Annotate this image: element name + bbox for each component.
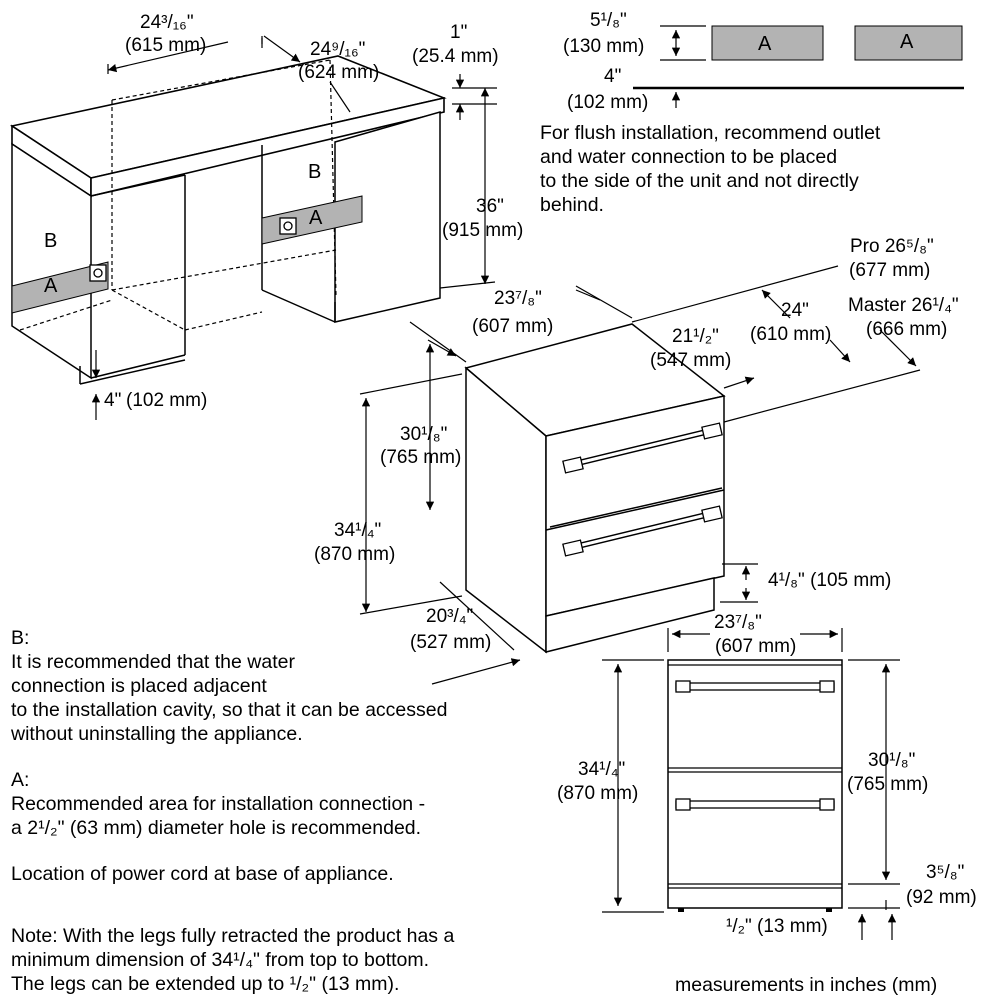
front-lower-handle: [675, 798, 835, 811]
total-height-in: 34¹/₄": [334, 520, 381, 541]
plinth-in: 3⁵/₈": [926, 862, 964, 883]
unit-front-view: 23⁷/₈" (607 mm) 34¹/₄" (870 mm) 30¹/₈" (…: [557, 612, 977, 940]
front-total-height-mm: (870 mm): [557, 783, 638, 804]
base-height-in: 4": [104, 390, 121, 411]
left-connection-band: [11, 261, 109, 314]
unit-isometric: 23⁷/₈" (607 mm) 21¹/₂" (547 mm) 24" (610…: [314, 236, 959, 685]
pro-depth: Pro 26⁵/₈": [850, 236, 934, 257]
cabinet-height-in: 36": [476, 196, 504, 217]
inner-depth-mm: (547 mm): [650, 350, 731, 371]
cabinet-width-1-mm: (615 mm): [125, 35, 206, 56]
side-depth-in: 20³/₄": [426, 606, 473, 627]
front-total-height-in: 34¹/₄": [578, 759, 625, 780]
cabinet-label-b-right: B: [308, 161, 321, 183]
front-case-height-in: 30¹/₈": [868, 750, 915, 771]
depth-in: 24": [781, 300, 809, 321]
unit-width-in: 23⁷/₈": [494, 288, 542, 309]
cabinet-width-2-in: 24⁹/₁₆": [310, 39, 365, 60]
left-outlet-icon: [89, 264, 107, 282]
unit-front: [545, 395, 725, 617]
front-body: [667, 659, 843, 909]
flush-label-a-2: A: [900, 31, 914, 53]
flush-height-mm: (130 mm): [563, 36, 644, 57]
cabinet-label-b-left: B: [44, 230, 57, 252]
note-a: A: Recommended area for installation con…: [11, 769, 426, 839]
unit-plinth: [545, 577, 715, 653]
top-thickness-mm: (25.4 mm): [412, 46, 499, 67]
front-width-in: 23⁷/₈": [714, 612, 762, 633]
cabinet-height-mm: (915 mm): [442, 220, 523, 241]
case-height-in: 30¹/₈": [400, 424, 447, 445]
flush-band-a-2: [854, 25, 963, 61]
cabinet-width-1-in: 24³/₁₆": [140, 12, 194, 33]
base-height-mm: (102 mm): [126, 390, 207, 411]
case-height-mm: (765 mm): [380, 447, 461, 468]
cabinet-width-2-mm: (624 mm): [298, 62, 379, 83]
cabinet-label-a-right: A: [309, 207, 323, 229]
top-thickness-in: 1": [450, 22, 467, 43]
flush-gap-mm: (102 mm): [567, 92, 648, 113]
lower-drawer-handle: [562, 505, 723, 557]
flush-height-in: 5¹/₈": [590, 10, 627, 31]
flush-install-drawing: A A 5¹/₈" (130 mm) 4" (102 mm): [563, 10, 964, 113]
master-depth: Master 26¹/₄": [848, 295, 959, 316]
cabinet-label-a-left: A: [44, 275, 58, 297]
countertop-front: [90, 96, 445, 198]
front-case-height-mm: (765 mm): [847, 774, 928, 795]
flush-gap-in: 4": [604, 66, 621, 87]
note-legs: Note: With the legs fully retracted the …: [11, 925, 455, 995]
plinth-mm: (92 mm): [906, 887, 977, 908]
right-outlet-icon: [279, 217, 297, 235]
front-width-mm: (607 mm): [715, 636, 796, 657]
note-power: Location of power cord at base of applia…: [11, 863, 394, 885]
flush-band-a-1: [711, 25, 824, 61]
note-b: B: It is recommended that the water conn…: [11, 627, 448, 745]
pro-depth-mm: (677 mm): [849, 260, 930, 281]
front-upper-handle: [675, 680, 835, 693]
units-note: measurements in inches (mm): [675, 974, 938, 996]
depth-mm: (610 mm): [750, 324, 831, 345]
legs-dim: ¹/₂" (13 mm): [726, 916, 828, 937]
unit-width-mm: (607 mm): [472, 316, 553, 337]
flush-note: For flush installation, recommend outlet…: [540, 122, 881, 216]
inner-depth-in: 21¹/₂": [672, 326, 719, 347]
total-height-mm: (870 mm): [314, 544, 395, 565]
flush-label-a-1: A: [758, 33, 772, 55]
right-cabinet-front: [334, 111, 441, 323]
upper-drawer-handle: [562, 422, 723, 474]
side-depth-mm: (527 mm): [410, 632, 491, 653]
master-depth-mm: (666 mm): [866, 319, 947, 340]
toe-kick: 4¹/₈" (105 mm): [768, 570, 891, 591]
cabinet-drawing: A A B B 24³/₁₆" (615 mm) 24⁹/₁₆" (624 mm…: [9, 12, 523, 420]
